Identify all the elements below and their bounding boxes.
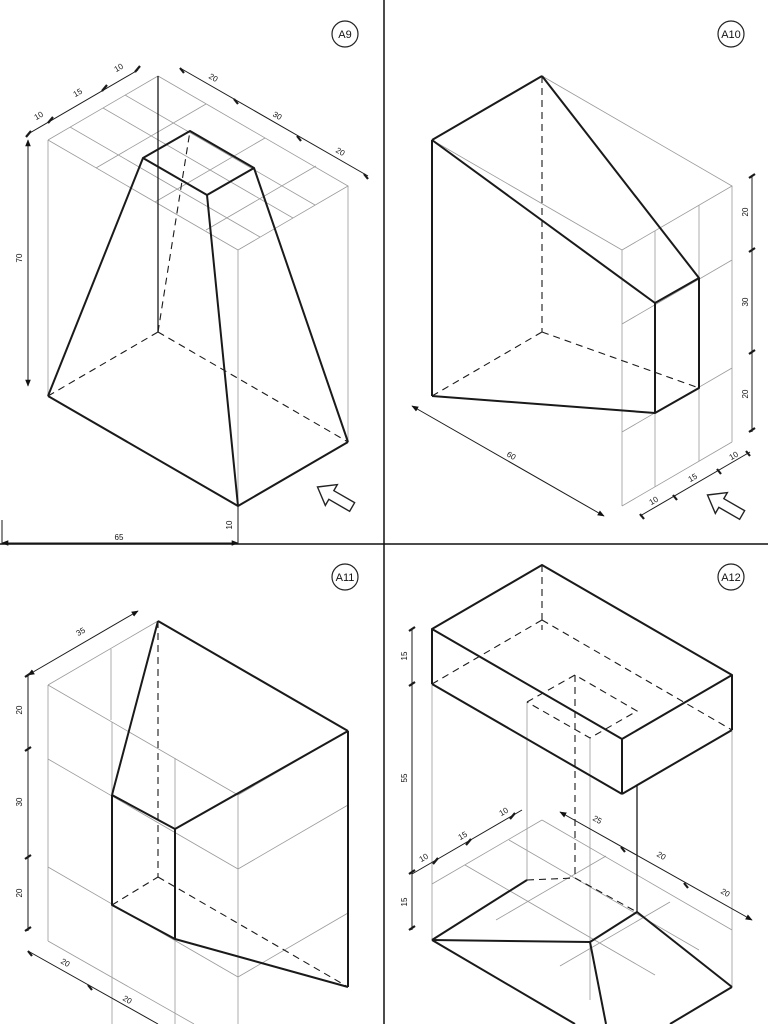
a9-dim-depth-1: 10 — [33, 109, 46, 122]
a11-badge — [331, 563, 359, 591]
a11-label: A11 — [336, 572, 355, 584]
a12-dim-d3: 10 — [498, 805, 511, 818]
a9-dim-width-2: 30 — [271, 110, 284, 123]
a12-dim-d2: 15 — [457, 829, 470, 842]
a12-dim-w2: 20 — [655, 850, 668, 863]
a9-dim-depth-2: 15 — [72, 86, 85, 99]
a9-dim-depth-3: 10 — [113, 61, 126, 74]
a11-dim-h3: 20 — [15, 888, 24, 897]
a10-object — [431, 75, 700, 414]
a9-object — [47, 76, 349, 507]
a9-dim-width-3: 20 — [334, 146, 347, 159]
a12-dim-h1: 15 — [400, 651, 409, 660]
a10-dimension-lines — [411, 173, 756, 520]
a10-dim-h3: 20 — [741, 389, 750, 398]
a10-label: A10 — [721, 29, 741, 41]
a10-hidden-lines — [431, 76, 700, 397]
a9-label: A9 — [338, 29, 351, 41]
a11-dim-h2: 30 — [15, 797, 24, 806]
a12-dim-h2: 55 — [400, 773, 409, 782]
a9-dimension-lines — [1, 65, 369, 546]
a9-bounding-box — [47, 75, 349, 506]
a11-object — [111, 620, 349, 988]
a11-bounding-box — [47, 620, 349, 1024]
a9-dim-width-1: 20 — [207, 72, 220, 85]
exercise-a10: A10 20 30 20 60 10 15 10 — [411, 20, 756, 521]
a11-dim-depth: 35 — [75, 625, 88, 638]
exercise-a12: A12 15 55 15 10 15 10 25 20 20 — [400, 563, 753, 1024]
a10-dim-d3: 10 — [728, 449, 741, 462]
a9-hidden-lines — [47, 130, 349, 443]
a10-badge — [717, 20, 745, 48]
view-direction-arrow-icon — [316, 483, 356, 513]
a11-dim-h1: 20 — [15, 705, 24, 714]
a12-dim-w3: 20 — [719, 887, 732, 900]
a12-object — [431, 564, 733, 1024]
view-direction-arrow-icon — [706, 491, 746, 521]
a9-badge — [331, 20, 359, 48]
a11-hidden-lines — [111, 621, 349, 988]
a12-badge — [717, 563, 745, 591]
exercise-a9: A9 10 15 10 20 30 20 70 65 10 — [1, 20, 369, 546]
a10-bounding-box — [431, 75, 733, 507]
a12-hidden-lines — [431, 565, 733, 913]
a12-dim-h3: 15 — [400, 897, 409, 906]
exercise-a11: A11 35 20 30 20 20 20 — [15, 563, 359, 1024]
a10-dim-h2: 30 — [741, 297, 750, 306]
a10-dim-h1: 20 — [741, 207, 750, 216]
a12-dim-d1: 10 — [418, 851, 431, 864]
a9-dim-height: 70 — [15, 253, 24, 262]
a9-dim-base: 65 — [115, 533, 124, 542]
a12-dimension-lines — [408, 626, 753, 931]
a9-dim-offset: 10 — [225, 520, 234, 529]
a11-dim-w1: 20 — [59, 957, 72, 970]
a12-dim-w1: 25 — [591, 814, 604, 827]
a11-dimension-lines — [24, 610, 159, 1024]
a12-label: A12 — [721, 572, 741, 584]
